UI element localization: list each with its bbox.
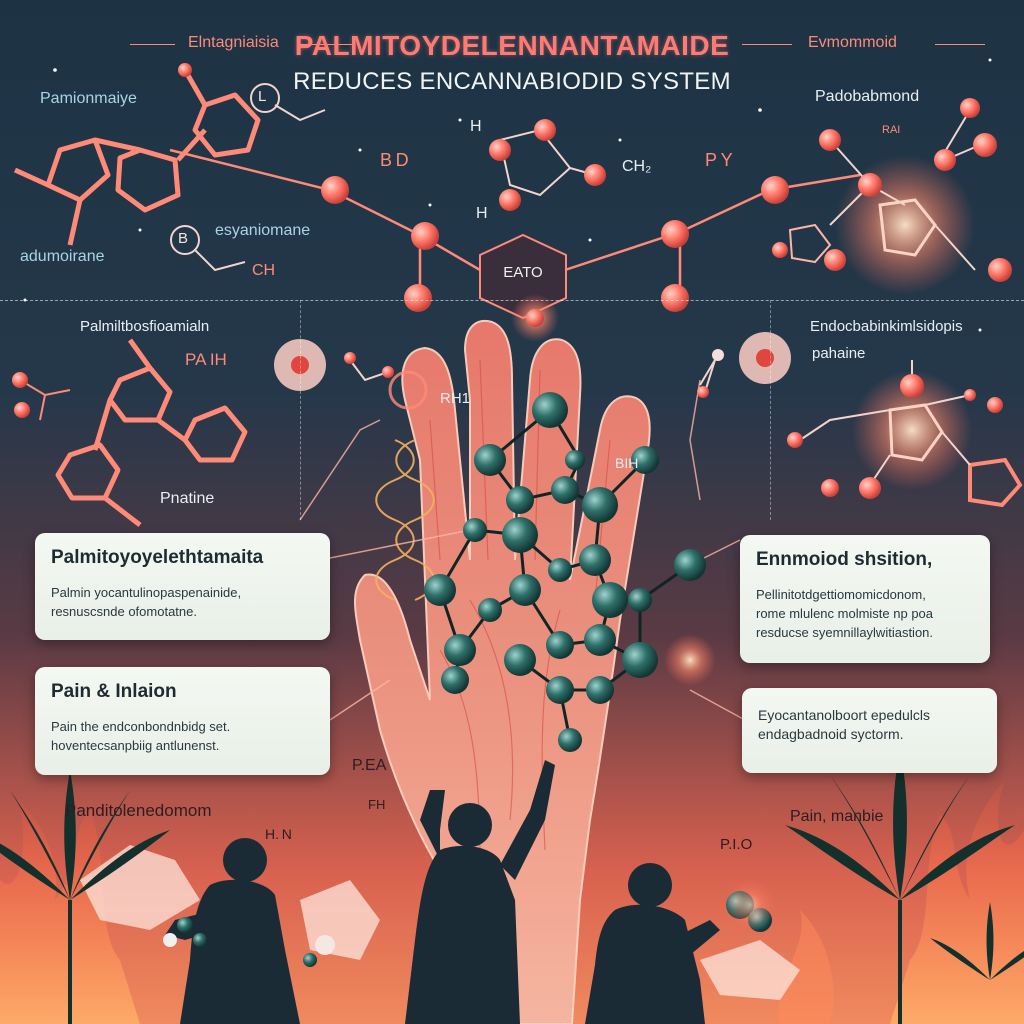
card-text: endagbadnoid syctorm. [758,726,904,742]
divider [300,300,301,520]
label-palmiltbosfioamialn: Palmiltbosfioamialn [80,318,210,335]
page-title: PALMITOYDELENNANTAMAIDE [294,30,730,61]
card-text: Eyocantanolboort epedulcls [758,707,931,723]
label-adumoirane: adumoirane [20,248,105,265]
atom-icon [14,402,30,418]
label-bd: B D [380,150,409,170]
label-psy: P Y [705,150,733,170]
label-pain-manbie: Pain, manbie [790,808,884,825]
molecule-icon [787,360,1023,508]
ring-badge [170,83,280,255]
atom-icon [321,176,789,312]
label-ch-left: CH [252,262,276,279]
cell-icon [274,332,791,391]
label-padobabmond: Padobabmond [815,88,920,105]
card-text: Pellinitotdgettiomomicdonom, [756,587,926,602]
card-text: Pain the endconbondnbidg set. [51,719,231,734]
ring-label-b: B [178,230,189,247]
card-title: Pain & Inlaion [51,681,177,702]
card-text: Palmin yocantulinopaspenainide, [51,585,242,600]
label-pnatine: Pnatine [160,490,215,507]
label-pahaine: pahaine [812,345,866,362]
atom-icon [526,309,544,327]
human-silhouette-icon [165,760,720,1024]
label-ch2: CH₂ [622,158,652,175]
header-left-tag: Elntagniaisia [188,34,279,51]
label-rh1: RH1 [440,390,471,407]
divider [130,44,175,45]
divider [300,44,355,45]
atom-icon [382,366,394,378]
header-right-tag: Evmommoid [808,34,897,51]
page-subtitle: REDUCES ENCANNABIODID SYSTEM [293,68,731,95]
ring-label-l: L [258,88,267,105]
info-card-eyocannabinoid: Eyocantanolboort epedulcls endagbadnoid … [742,688,997,773]
label-fh: FH [368,797,386,812]
divider [935,44,985,45]
molecule-icon [424,392,716,752]
eato-badge: EATO [503,263,543,281]
molecule-icon [772,98,1012,295]
card-title: Palmitoyoyelethtamaita [51,547,264,568]
molecule-icon [55,338,248,527]
label-h-n: H. N [265,826,292,842]
atom-icon [178,63,192,77]
label-h3-bottom: H [476,205,488,222]
molecule-icon [489,119,606,211]
label-endocb: Endocbabinkimlsidopis [810,318,963,335]
label-pamionmaiye: Pamionmaiye [40,90,137,107]
divider [0,300,1024,301]
divider [770,300,771,520]
label-pa-ih: PA IH [185,350,227,369]
atom-icon [12,372,28,388]
card-text: resducse syemnillaylwitiastion. [756,625,934,640]
info-card-palmitoyl: Palmitoyoyelethtamaita Palmin yocantulin… [35,533,330,640]
label-pandito: Panditolenedomom [65,801,212,820]
molecule-icon [163,879,776,967]
pointer-lines [299,379,746,721]
atom-icon [344,352,356,364]
label-rai: RAI [882,124,901,136]
divider [742,44,792,45]
atom-icon [712,349,724,361]
sparkle-icon [23,58,992,332]
label-bih: BIH [615,455,639,471]
card-text: resnuscsnde ofomotatne. [51,604,197,619]
label-esyaniomane: esyaniomane [215,222,311,239]
card-title: Ennmoiod shsition, [756,549,933,570]
label-pea: P.EA [352,757,387,774]
label-h3-top: H [470,118,482,135]
atom-icon [697,386,709,398]
card-text: hoventecsanpbiig antlunenst. [51,738,220,753]
info-card-endocannabinoid: Ennmoiod shsition, Pellinitotdgettiomomi… [740,535,990,663]
cannabis-leaf-icon [0,750,1024,1024]
label-pio: P.I.O [720,836,753,853]
card-text: rome mlulenc molmiste np poa [756,606,934,621]
info-card-pain: Pain & Inlaion Pain the endconbondnbidg … [35,667,330,775]
